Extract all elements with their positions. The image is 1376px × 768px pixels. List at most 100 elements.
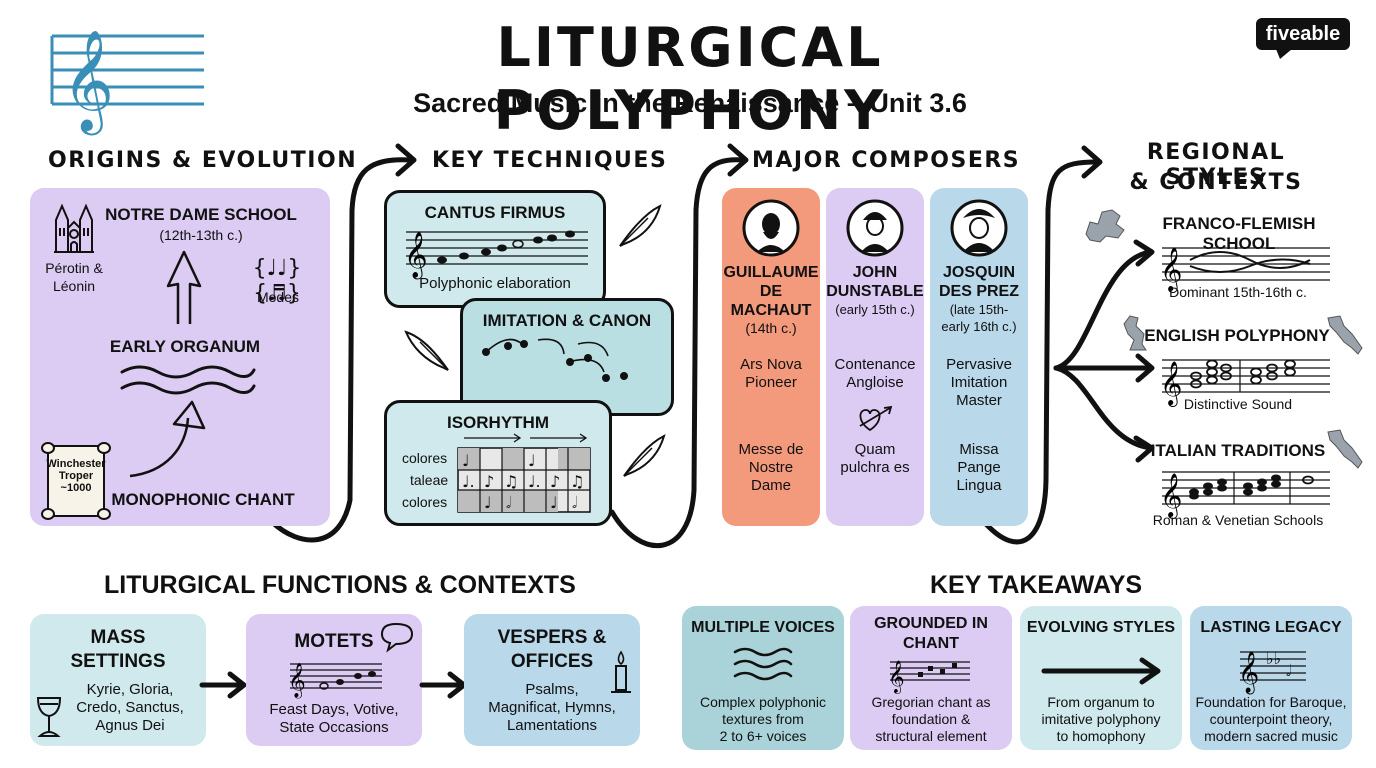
portrait-machaut-icon (742, 199, 800, 257)
vespers-title-line-2: OFFICES (510, 651, 594, 672)
composer-machaut-work-3: Dame (750, 477, 791, 494)
composer-dunstable-work-1: Quam (854, 441, 896, 458)
svg-text:𝄞: 𝄞 (888, 660, 905, 694)
takeaway-3-line-3: to homophony (1056, 728, 1146, 744)
svg-text:𝅗𝅥: 𝅗𝅥 (572, 493, 577, 512)
regional-title-line-1: REGIONAL STYLES (1146, 140, 1286, 190)
composer-josquin-role-1: Pervasive (946, 356, 1012, 373)
scroll-line-2: Troper (58, 470, 94, 482)
takeaway-card-grounded-in-chant (850, 606, 1012, 750)
flow-connector-arrows (269, 143, 1155, 549)
scroll-line-3: ~1000 (60, 482, 92, 494)
takeaway-4-line-3: modern sacred music (1204, 728, 1338, 744)
candle-icon (611, 650, 631, 693)
composers-title: MAJOR COMPOSERS (752, 148, 1021, 173)
svg-text:♫: ♫ (504, 472, 518, 491)
isorhythm-grid: ♩♩ ♩.♪♫ ♩.♪♫ ♩𝅗𝅥♩𝅗𝅥 (457, 433, 591, 513)
isorhythm-row-label-3: colores (402, 494, 448, 510)
english-polyphony-caption: Distinctive Sound (1183, 396, 1293, 412)
isorhythm-heading: ISORHYTHM (447, 413, 549, 432)
mass-title-line-2: SETTINGS (70, 651, 166, 672)
svg-text:𝄞: 𝄞 (1160, 361, 1182, 407)
motets-line-2: State Occasions (279, 719, 389, 736)
imitation-canon-heading: IMITATION & CANON (482, 311, 652, 330)
vespers-line-1: Psalms, (525, 681, 579, 698)
page-subtitle: Sacred Music in the Renaissance – Unit 3… (413, 88, 967, 118)
svg-text:♫: ♫ (570, 472, 584, 491)
composer-josquin-work-1: Missa (959, 441, 999, 458)
svg-text:𝄞: 𝄞 (1160, 247, 1182, 293)
takeaway-1-title: MULTIPLE VOICES (691, 619, 835, 636)
motets-line-1: Feast Days, Votive, (269, 701, 399, 718)
composer-machaut-work-1: Messe de (738, 441, 804, 458)
legacy-staff-icon: 𝄞 ♭♭ 𝅗𝅥 (1238, 649, 1306, 694)
quill-icon (619, 204, 662, 247)
svg-text:♪: ♪ (484, 472, 494, 491)
origins-title: ORIGINS & EVOLUTION (48, 148, 358, 173)
composer-josquin-work-3: Lingua (956, 477, 1002, 494)
takeaway-3-line-1: From organum to (1047, 694, 1155, 710)
arrow-mass-to-motets (199, 671, 247, 699)
composer-machaut-name-3: MACHAUT (730, 302, 812, 319)
composer-dunstable-role-2: Angloise (846, 374, 904, 391)
english-staff-icon: 𝄞 (1160, 359, 1330, 407)
map-icon-italy (1327, 315, 1363, 355)
brand-logo: fiveable (1256, 18, 1350, 50)
notre-dame-dates: (12th-13th c.) (159, 227, 243, 243)
composer-josquin-name-2: DES PREZ (938, 283, 1019, 300)
takeaway-4-line-1: Foundation for Baroque, (1195, 694, 1347, 710)
modes-notes: {♩♩} {♬} (252, 256, 302, 306)
italian-traditions-caption: Roman & Venetian Schools (1152, 512, 1324, 528)
composer-josquin-role-3: Master (956, 392, 1002, 409)
takeaway-2-line-1: Gregorian chant as (871, 694, 991, 710)
map-icon-europe (1085, 209, 1125, 243)
map-icon-italy-2 (1327, 429, 1363, 469)
composer-dunstable-role-1: Contenance (834, 356, 916, 373)
cantus-firmus-heading: CANTUS FIRMUS (424, 203, 566, 222)
perotin-label: Pérotin & (45, 260, 103, 276)
early-organum-heading: EARLY ORGANUM (109, 337, 261, 356)
brand-name: fiveable (1265, 23, 1341, 45)
isorhythm-row-label-1: colores (402, 450, 448, 466)
vespers-title-line-1: VESPERS & (497, 627, 607, 648)
page-title: LITURGICAL POLYPHONY (493, 16, 887, 142)
composer-machaut-name-1: GUILLAUME (723, 264, 819, 281)
italian-traditions-heading: ITALIAN TRADITIONS (1150, 441, 1326, 460)
takeaway-card-evolving-styles (1020, 606, 1182, 750)
svg-text:♩.: ♩. (528, 472, 541, 491)
organum-wave-icon (120, 365, 256, 395)
arrow-motets-to-vespers (419, 671, 467, 699)
composer-josquin-role-2: Imitation (950, 374, 1008, 391)
vespers-line-2: Magnificat, Hymns, (488, 699, 616, 716)
monophonic-chant-heading: MONOPHONIC CHANT (111, 490, 295, 509)
svg-text:𝄞: 𝄞 (288, 663, 306, 699)
techniques-title: KEY TECHNIQUES (432, 148, 668, 173)
cantus-firmus-caption: Polyphonic elaboration (419, 275, 571, 292)
takeaway-4-line-2: counterpoint theory, (1209, 711, 1333, 727)
composer-josquin-work-2: Pange (957, 459, 1001, 476)
cathedral-icon (54, 203, 94, 253)
right-arrow-icon (1041, 657, 1161, 685)
composer-machaut-name-2: DE (759, 283, 783, 300)
treble-clef-staff-icon: 𝄞 (50, 28, 204, 136)
map-icon-britain (1123, 315, 1147, 351)
quill-icon-2 (404, 330, 449, 371)
quill-icon-3 (623, 434, 666, 477)
svg-text:𝄞: 𝄞 (404, 232, 428, 280)
notre-dame-heading: NOTRE DAME SCHOOL (105, 205, 297, 224)
mass-line-3: Agnus Dei (95, 717, 165, 734)
composer-dunstable-name-1: JOHN (852, 264, 898, 281)
takeaway-3-line-2: imitative polyphony (1041, 711, 1161, 727)
svg-text:♪: ♪ (550, 472, 560, 491)
italian-staff-icon: 𝄞 (1160, 471, 1330, 519)
svg-text:♩: ♩ (528, 451, 536, 470)
mass-title-line-1: MASS (90, 627, 146, 648)
imitation-canon-card: IMITATION & CANON (460, 298, 674, 416)
up-arrow-icon (166, 250, 202, 324)
scroll-line-1: Winchester (46, 458, 106, 470)
mass-settings-card (30, 614, 206, 746)
svg-text:♩.: ♩. (462, 472, 475, 491)
composer-machaut-role-1: Ars Nova (740, 356, 802, 373)
svg-text:♩: ♩ (550, 493, 558, 512)
takeaway-1-line-1: Complex polyphonic (699, 694, 827, 710)
